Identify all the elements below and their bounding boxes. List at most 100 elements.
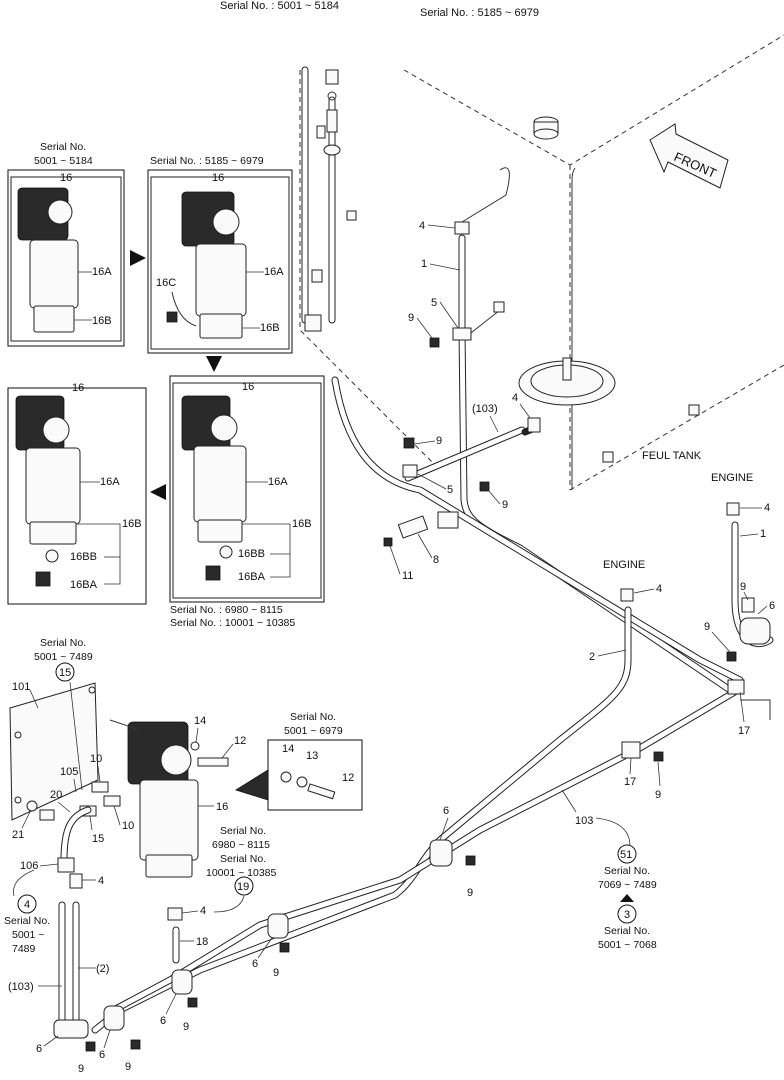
callout: 15 (92, 833, 104, 845)
inset-a-label: 16 (60, 172, 72, 184)
ref-3-line2: 5001 ~ 7068 (598, 939, 657, 951)
callout: 105 (60, 766, 78, 778)
arrow-down-icon (206, 356, 222, 372)
upper-callouts: 4 1 5 9 (103) 4 9 5 9 8 11 4 1 4 2 9 6 9 (389, 220, 775, 827)
engine-label: ENGINE (603, 559, 645, 571)
inset-c-label: 16BA (238, 571, 266, 583)
ref-19-line2: 6980 ~ 8115 (212, 839, 270, 851)
callout: 17 (624, 776, 636, 788)
callout: 4 (200, 905, 206, 917)
inset-filter-b: Serial No. : 5185 ~ 6979 16 16A 16B 16C (147, 155, 293, 354)
upper-fittings (383, 221, 771, 762)
inset-d-label: 16 (72, 382, 84, 394)
inset-b-label: 16C (156, 277, 176, 289)
ref-19-line3: Serial No. (220, 853, 266, 865)
inset-c-label: 16B (292, 518, 312, 530)
ref-15-line2: 5001 ~ 7489 (34, 651, 93, 663)
inset-a-serial-2: 5001 ~ 5184 (34, 155, 93, 167)
arrow-left-icon (150, 484, 166, 500)
ref-4-line3: 7489 (12, 943, 36, 955)
header-serial-right: Serial No. : 5185 ~ 6979 (420, 7, 539, 19)
inset-c-serial-2: Serial No. : 10001 ~ 10385 (170, 617, 295, 629)
ref-4-line1: Serial No. (4, 915, 50, 927)
callout: 10 (122, 820, 134, 832)
inset-c-serial-1: Serial No. : 6980 ~ 8115 (170, 604, 283, 616)
inset-c-label: 16BB (238, 548, 265, 560)
arrow-up-icon (620, 894, 634, 902)
callout: 9 (502, 499, 508, 511)
ref-15: Serial No. 5001 ~ 7489 15 (34, 637, 93, 791)
lower-clamps (53, 839, 476, 1052)
callout: 4 (512, 392, 518, 404)
lower-filter-assembly (9, 682, 229, 1034)
callout: 12 (234, 735, 246, 747)
callout: 9 (408, 312, 414, 324)
callout: 6 (36, 1043, 42, 1055)
ref-51-line1: Serial No. (604, 865, 650, 877)
callout: 4 (419, 220, 425, 232)
arrow-right-icon (130, 250, 146, 266)
callout: 9 (655, 789, 661, 801)
callout: 6 (769, 600, 775, 612)
callout: 9 (183, 1021, 189, 1033)
inset-e-label: 14 (282, 743, 294, 755)
callout: 103 (575, 815, 593, 827)
inset-b-label: 16B (260, 322, 280, 334)
inset-filter-d: 16 16A 16B 16BB 16BA (7, 382, 147, 605)
callout: 5 (447, 484, 453, 496)
callout: 8 (433, 554, 439, 566)
inset-d-label: 16BB (70, 551, 97, 563)
ref-15-line1: Serial No. (40, 637, 86, 649)
ref-3: 3 Serial No. 5001 ~ 7068 (598, 894, 657, 951)
ref-19-num: 19 (237, 881, 249, 893)
ref-15-num: 15 (59, 667, 71, 679)
callout: 9 (436, 435, 442, 447)
callout: 10 (90, 753, 102, 765)
callout: 6 (252, 958, 258, 970)
callout: 17 (738, 725, 750, 737)
inset-b-label: 16A (264, 266, 284, 278)
callout: 1 (760, 528, 766, 540)
callout: 6 (99, 1049, 105, 1061)
inset-c-label: 16A (268, 476, 288, 488)
callout: 2 (589, 651, 595, 663)
callout: 9 (467, 887, 473, 899)
callout: 20 (50, 789, 62, 801)
ref-3-num: 3 (624, 909, 630, 921)
callout: (103) (472, 403, 498, 415)
fuel-tank: FRONT FEUL TANK (299, 34, 784, 491)
ref-51-line2: 7069 ~ 7489 (598, 879, 657, 891)
inset-a-serial-1: Serial No. (40, 141, 86, 153)
callout: 21 (12, 829, 24, 841)
tank-vertical-pipes (301, 66, 357, 332)
callout: 16 (216, 801, 228, 813)
inset-a-label: 16B (92, 315, 112, 327)
inset-a-label: 16A (92, 266, 112, 278)
callout: 101 (12, 681, 30, 693)
tank-name-label: FEUL TANK (642, 450, 702, 462)
front-arrow-icon (649, 123, 729, 189)
ref-4: 4 Serial No. 5001 ~ 7489 (4, 869, 50, 955)
header-serial-left: Serial No. : 5001 ~ 5184 (220, 0, 339, 12)
ref-4-line2: 5001 ~ (12, 929, 44, 941)
callout: 1 (421, 258, 427, 270)
callout: (103) (8, 981, 34, 993)
callout: 11 (402, 570, 413, 582)
callout: 9 (125, 1061, 131, 1073)
inset-d-label: 16B (122, 518, 142, 530)
callout: 4 (764, 502, 770, 514)
callout: 106 (20, 860, 38, 872)
inset-d-label: 16BA (70, 579, 98, 591)
inset-filter-a: Serial No. 5001 ~ 5184 16 16A 16B (7, 141, 125, 347)
inset-e-serial-2: 5001 ~ 6979 (284, 725, 343, 737)
inset-e-serial-1: Serial No. (290, 711, 336, 723)
inset-e-label: 13 (306, 750, 318, 762)
inset-b-serial: Serial No. : 5185 ~ 6979 (150, 155, 264, 167)
callout: 9 (273, 967, 279, 979)
callout: 6 (443, 805, 449, 817)
inset-d-label: 16A (100, 476, 120, 488)
engine-label: ENGINE (711, 472, 753, 484)
ref-19-line4: 10001 ~ 10385 (206, 867, 277, 879)
callout: 14 (194, 715, 206, 727)
ref-19-line1: Serial No. (220, 825, 266, 837)
